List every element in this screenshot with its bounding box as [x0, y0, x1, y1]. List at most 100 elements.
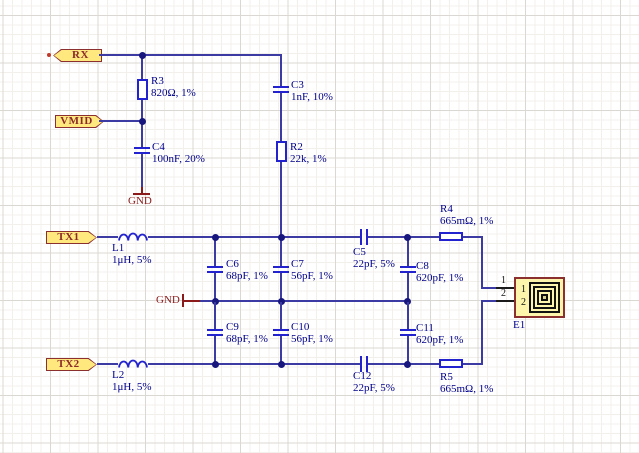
label-C6[interactable]: C6 68pF, 1% — [226, 258, 268, 282]
junction-dot — [404, 298, 411, 305]
value: 56pF, 1% — [291, 270, 333, 282]
value: 620pF, 1% — [416, 272, 464, 284]
label-R3[interactable]: R3 820Ω, 1% — [151, 75, 196, 99]
inductor-coil — [118, 232, 148, 241]
refdes: C12 — [353, 370, 372, 382]
port-tx2-fill — [47, 359, 96, 370]
value: 68pF, 1% — [226, 270, 268, 282]
refdes: R4 — [440, 203, 453, 215]
label-C4[interactable]: C4 100nF, 20% — [152, 141, 205, 165]
pin-number-inside: 2 — [521, 297, 526, 308]
wire[interactable] — [214, 302, 216, 329]
wire[interactable] — [481, 300, 496, 302]
value: 1nF, 10% — [291, 91, 333, 103]
pin-number-outside: 1 — [501, 275, 506, 286]
wire[interactable] — [481, 301, 483, 365]
wire[interactable] — [280, 93, 282, 141]
wire[interactable] — [214, 336, 216, 365]
resistor-R4[interactable] — [439, 232, 463, 241]
wire[interactable] — [148, 236, 360, 238]
inductor-L2[interactable] — [118, 355, 148, 368]
label-R4[interactable]: R4 665mΩ, 1% — [440, 203, 493, 227]
label-R5[interactable]: R5 665mΩ, 1% — [440, 371, 493, 395]
wire[interactable] — [141, 154, 143, 187]
wire[interactable] — [407, 238, 409, 266]
inductor-L1[interactable] — [118, 228, 148, 241]
label-C11[interactable]: C11 620pF, 1% — [416, 322, 463, 346]
label-C9[interactable]: C9 68pF, 1% — [226, 321, 268, 345]
wire[interactable] — [200, 300, 409, 302]
port-hotspot-dot — [47, 53, 51, 57]
label-C12[interactable]: C12 22pF, 5% — [353, 370, 395, 394]
power-port-gnd[interactable]: GND — [128, 195, 152, 207]
wire[interactable] — [97, 363, 118, 365]
refdes[interactable]: E1 — [513, 319, 526, 331]
wire[interactable] — [141, 122, 143, 147]
wire[interactable] — [407, 273, 409, 302]
refdes: C7 — [291, 258, 304, 270]
label-C8[interactable]: C8 620pF, 1% — [416, 260, 463, 284]
refdes: R3 — [151, 75, 164, 87]
port-label: RX — [72, 49, 89, 61]
junction-dot — [212, 361, 219, 368]
wire[interactable] — [280, 302, 282, 329]
ground-pin — [184, 300, 200, 302]
value: 100nF, 20% — [152, 153, 205, 165]
wire[interactable] — [463, 236, 483, 238]
refdes: R2 — [290, 141, 303, 153]
wire[interactable] — [99, 120, 143, 122]
resistor-R5[interactable] — [439, 359, 463, 368]
refdes: L1 — [112, 242, 125, 254]
label-C7[interactable]: C7 56pF, 1% — [291, 258, 333, 282]
wire[interactable] — [99, 54, 282, 56]
pin-1-stub — [496, 287, 514, 289]
junction-dot — [139, 118, 146, 125]
port-rx-fill — [54, 50, 101, 61]
refdes: C5 — [353, 246, 366, 258]
wire[interactable] — [141, 100, 143, 122]
wire[interactable] — [214, 238, 216, 266]
port-tx1[interactable]: TX1 — [46, 231, 97, 244]
wire[interactable] — [368, 236, 439, 238]
wire[interactable] — [280, 336, 282, 365]
value: 22pF, 5% — [353, 258, 395, 270]
wire[interactable] — [463, 363, 483, 365]
part-E1[interactable]: 1 2 — [514, 277, 565, 318]
value: 22k, 1% — [290, 153, 327, 165]
refdes: C9 — [226, 321, 239, 333]
label-L2[interactable]: L2 1μH, 5% — [112, 369, 152, 393]
power-port-gnd[interactable]: GND — [156, 294, 180, 306]
wire[interactable] — [97, 236, 118, 238]
resistor-R3[interactable] — [137, 79, 148, 100]
label-C10[interactable]: C10 56pF, 1% — [291, 321, 333, 345]
refdes: C10 — [291, 321, 310, 333]
wire[interactable] — [280, 54, 282, 86]
junction-dot — [212, 298, 219, 305]
wire[interactable] — [148, 363, 360, 365]
junction-dot — [212, 234, 219, 241]
junction-dot — [278, 298, 285, 305]
label-L1[interactable]: L1 1μH, 5% — [112, 242, 152, 266]
wire[interactable] — [481, 287, 496, 289]
wire[interactable] — [141, 54, 143, 79]
wire[interactable] — [481, 236, 483, 289]
label-C5[interactable]: C5 22pF, 5% — [353, 246, 395, 270]
wire[interactable] — [280, 162, 282, 238]
junction-dot — [404, 234, 411, 241]
resistor-R2[interactable] — [276, 141, 287, 162]
wire[interactable] — [214, 273, 216, 302]
port-tx2[interactable]: TX2 — [46, 358, 97, 371]
label-C3[interactable]: C3 1nF, 10% — [291, 79, 333, 103]
wire[interactable] — [368, 363, 439, 365]
pin-number-outside: 2 — [501, 288, 506, 299]
wire[interactable] — [407, 302, 409, 329]
wire[interactable] — [280, 273, 282, 302]
wire[interactable] — [280, 238, 282, 266]
label-R2[interactable]: R2 22k, 1% — [290, 141, 327, 165]
port-vmid[interactable]: VMID — [55, 115, 104, 128]
ground-bar[interactable] — [133, 193, 150, 195]
wire[interactable] — [407, 336, 409, 365]
port-rx[interactable]: RX — [53, 49, 102, 62]
refdes: C3 — [291, 79, 304, 91]
